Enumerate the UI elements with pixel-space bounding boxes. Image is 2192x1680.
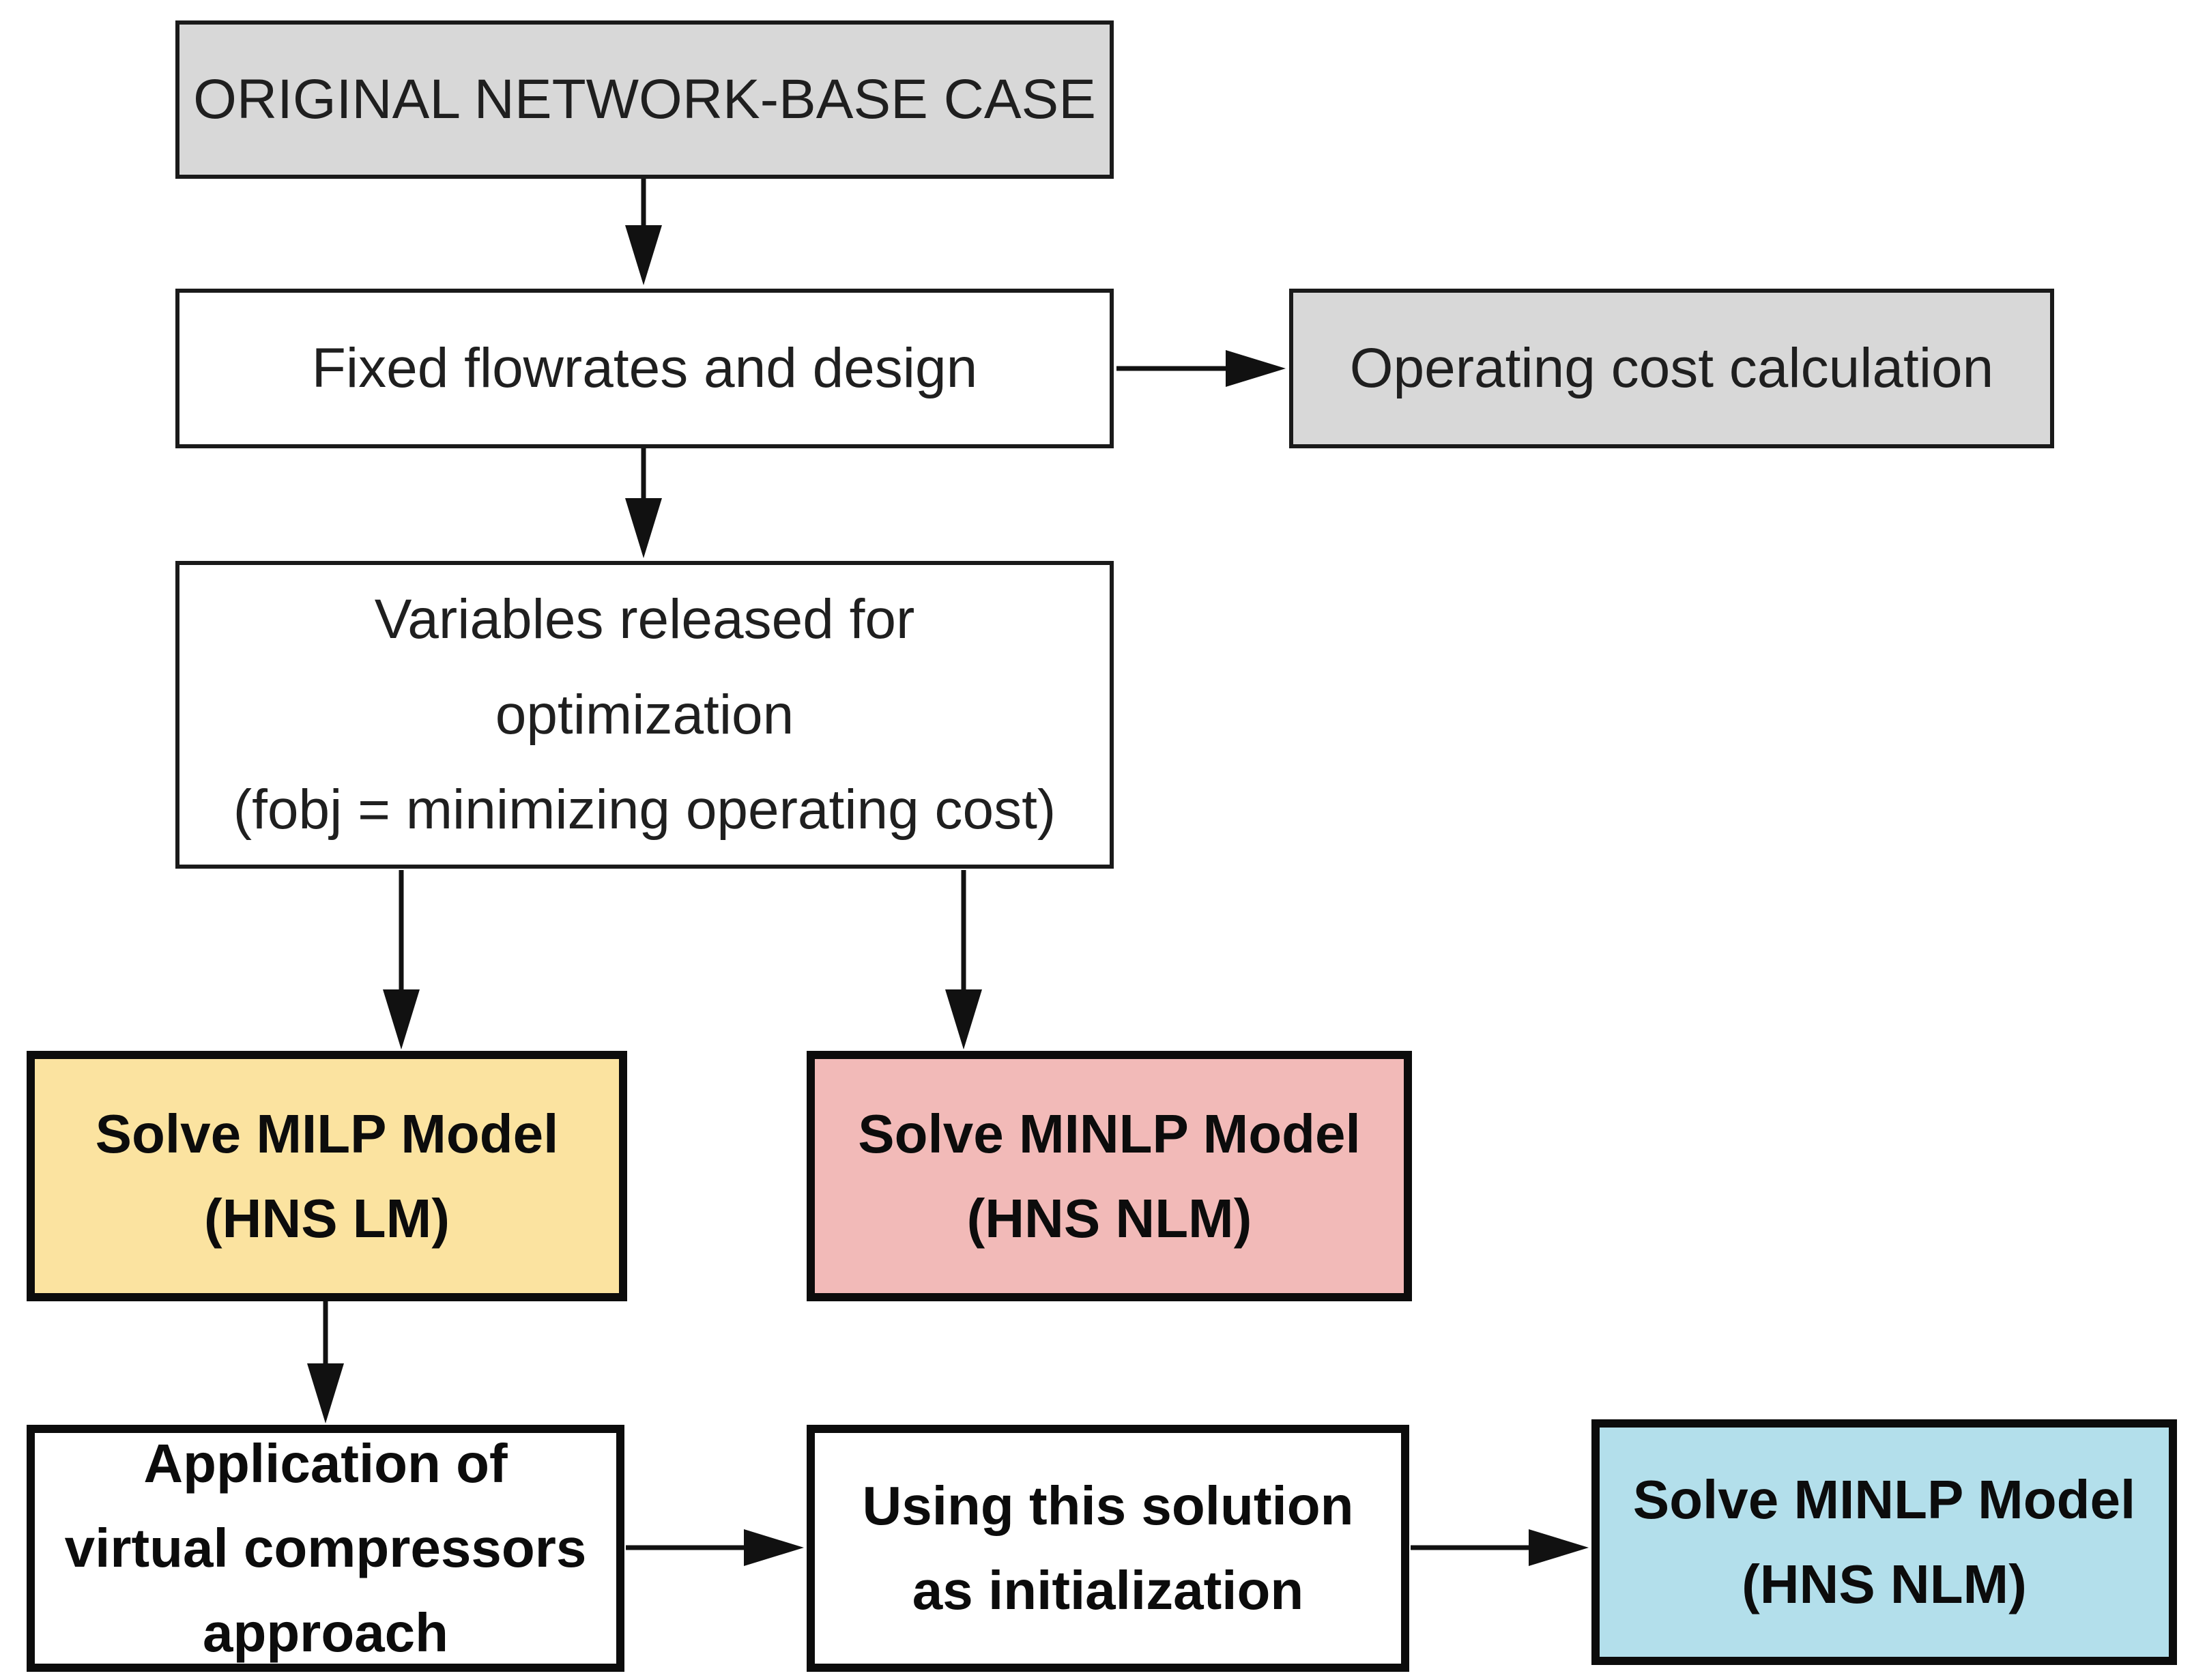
- box-original-network-base-case-label: ORIGINAL NETWORK-BASE CASE: [193, 68, 1096, 131]
- arrow-original-to-fixed: [625, 179, 662, 285]
- box-virtual-compressors-label: Application of virtual compressors appro…: [64, 1433, 587, 1663]
- box-solve-minlp-model: Solve MINLP Model (HNS NLM): [807, 1051, 1412, 1301]
- box-using-solution-initialization-label: Using this solution as initialization: [862, 1475, 1354, 1621]
- arrow-initialization-to-final-minlp: [1411, 1529, 1589, 1566]
- arrow-virtual-to-initialization: [626, 1529, 804, 1566]
- box-fixed-flowrates-label: Fixed flowrates and design: [311, 337, 978, 400]
- arrow-variables-to-minlp: [945, 870, 982, 1049]
- arrow-milp-to-virtual: [307, 1301, 344, 1423]
- box-solve-minlp-model-label: Solve MINLP Model (HNS NLM): [858, 1103, 1361, 1249]
- box-solve-milp-model-label: Solve MILP Model (HNS LM): [95, 1103, 559, 1249]
- box-original-network-base-case: ORIGINAL NETWORK-BASE CASE: [175, 20, 1114, 179]
- box-variables-released: Variables released for optimization (fob…: [175, 561, 1114, 869]
- arrow-variables-to-milp: [383, 870, 420, 1049]
- box-operating-cost-calculation: Operating cost calculation: [1289, 289, 2054, 448]
- box-using-solution-initialization: Using this solution as initialization: [807, 1425, 1409, 1672]
- arrow-fixed-to-variables: [625, 448, 662, 558]
- box-solve-minlp-model-final-label: Solve MINLP Model (HNS NLM): [1632, 1469, 2136, 1614]
- box-fixed-flowrates: Fixed flowrates and design: [175, 289, 1114, 448]
- box-virtual-compressors: Application of virtual compressors appro…: [27, 1425, 624, 1672]
- box-variables-released-label: Variables released for optimization (fob…: [233, 588, 1056, 841]
- box-solve-minlp-model-final: Solve MINLP Model (HNS NLM): [1591, 1419, 2177, 1665]
- box-solve-milp-model: Solve MILP Model (HNS LM): [27, 1051, 627, 1301]
- arrow-fixed-to-operating-cost: [1116, 350, 1286, 387]
- box-operating-cost-calculation-label: Operating cost calculation: [1349, 337, 1994, 400]
